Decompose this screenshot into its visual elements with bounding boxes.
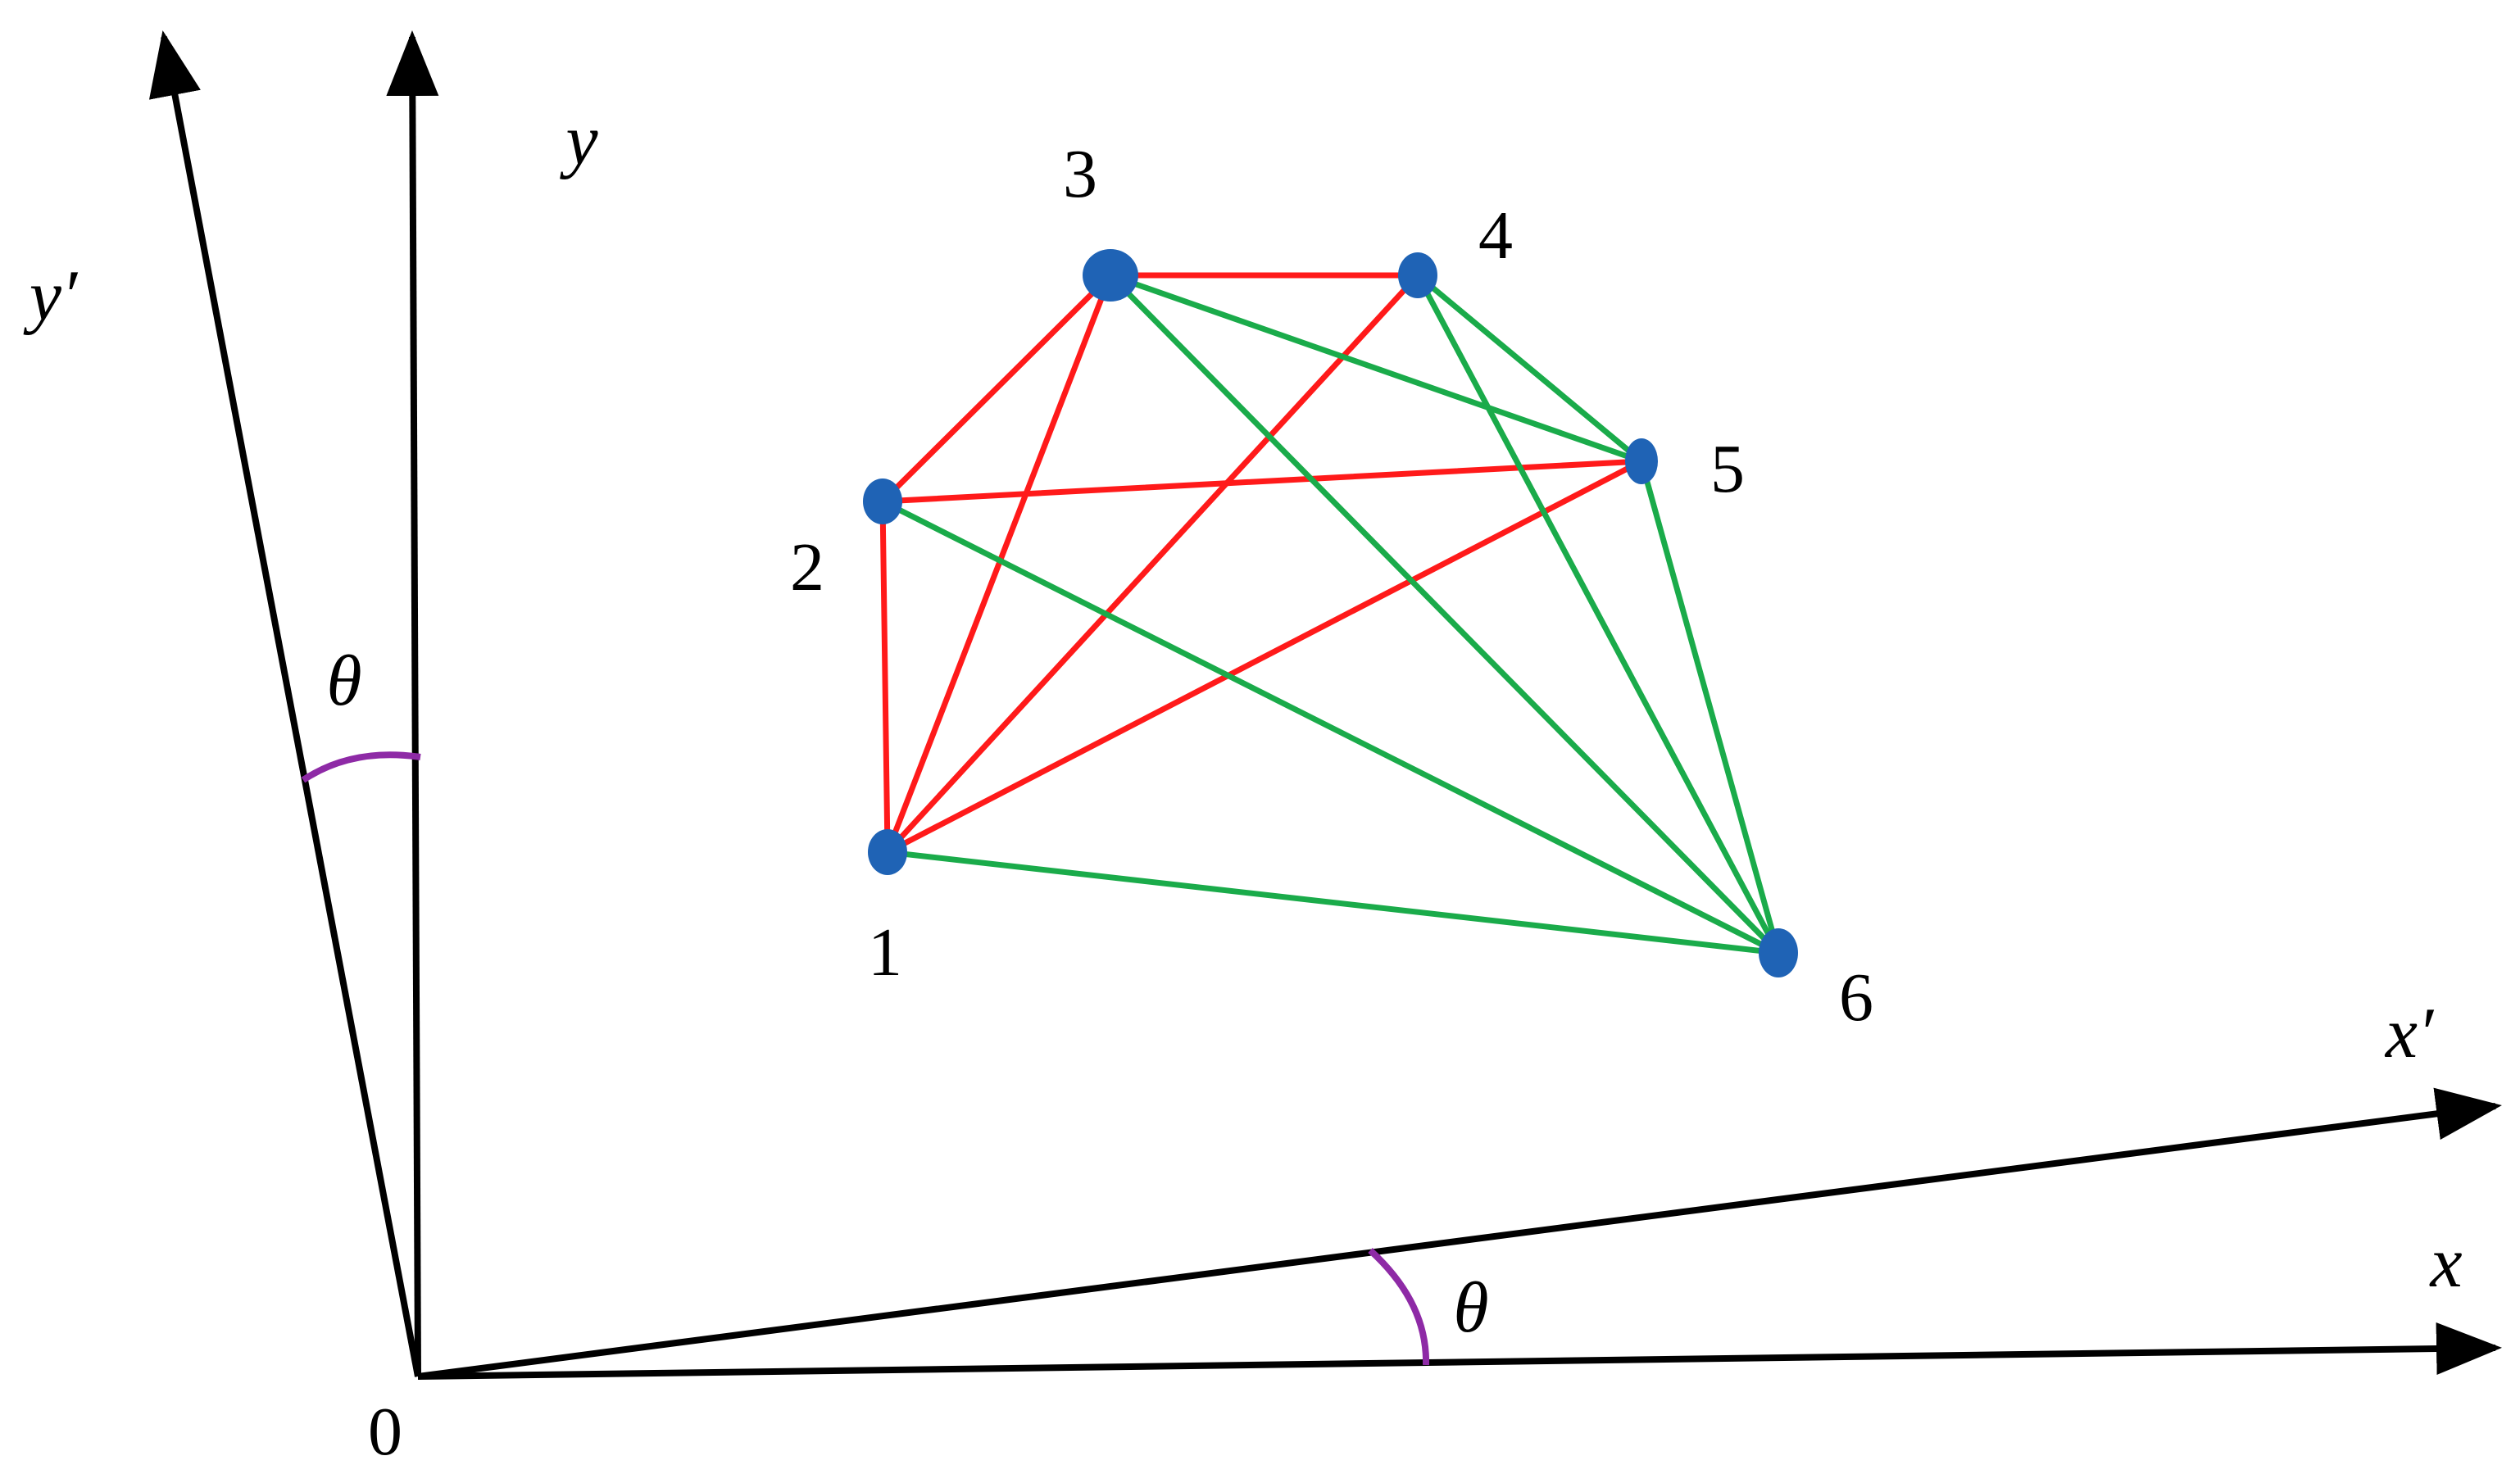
node-1 [868,829,907,875]
theta-label-y: θ [326,642,361,721]
node-label-2: 2 [790,529,824,605]
node-label-3: 3 [1063,136,1097,212]
x-prime-axis [417,1087,2502,1380]
edge-1-2 [879,498,891,855]
graph-node-labels: 1 2 3 4 5 6 [790,136,1873,1036]
node-3 [1083,249,1138,302]
edge-4-6 [1414,272,1782,956]
edge-3-6 [1107,272,1782,956]
axes [148,30,2502,1380]
x-axis-label: x [2428,1223,2462,1303]
angle-arcs [301,751,1430,1366]
node-5 [1625,438,1658,484]
y-axis-label: y [559,101,598,180]
node-label-1: 1 [868,914,902,991]
x-axis [417,1322,2502,1380]
node-2 [863,478,902,524]
node-label-6: 6 [1839,959,1873,1036]
theta-label-x: θ [1453,1268,1488,1348]
edge-1-3 [884,272,1114,855]
node-4 [1398,252,1437,298]
edge-2-3 [879,272,1114,505]
graph-nodes [863,249,1798,977]
angle-arc-x [1368,1248,1430,1366]
angle-arc-y [301,751,421,783]
edge-5-6 [1638,458,1782,956]
y-prime-axis [148,30,421,1377]
edge-1-4 [884,272,1421,855]
edge-2-6 [879,498,1782,956]
axis-labels: 0 x y x′ y′ θ θ [23,101,2463,1470]
graph-edges [879,272,1782,956]
edge-3-5 [1107,272,1645,465]
edge-1-6 [884,849,1782,956]
y-axis [386,30,439,1377]
edge-2-5 [879,458,1645,505]
node-label-5: 5 [1710,431,1745,507]
x-prime-axis-label: x′ [2384,994,2435,1073]
origin-label: 0 [368,1394,402,1470]
edge-1-5 [884,458,1645,855]
edge-4-5 [1414,272,1645,465]
y-prime-axis-label: y′ [23,256,79,336]
node-label-4: 4 [1478,197,1513,274]
node-6 [1759,928,1798,977]
